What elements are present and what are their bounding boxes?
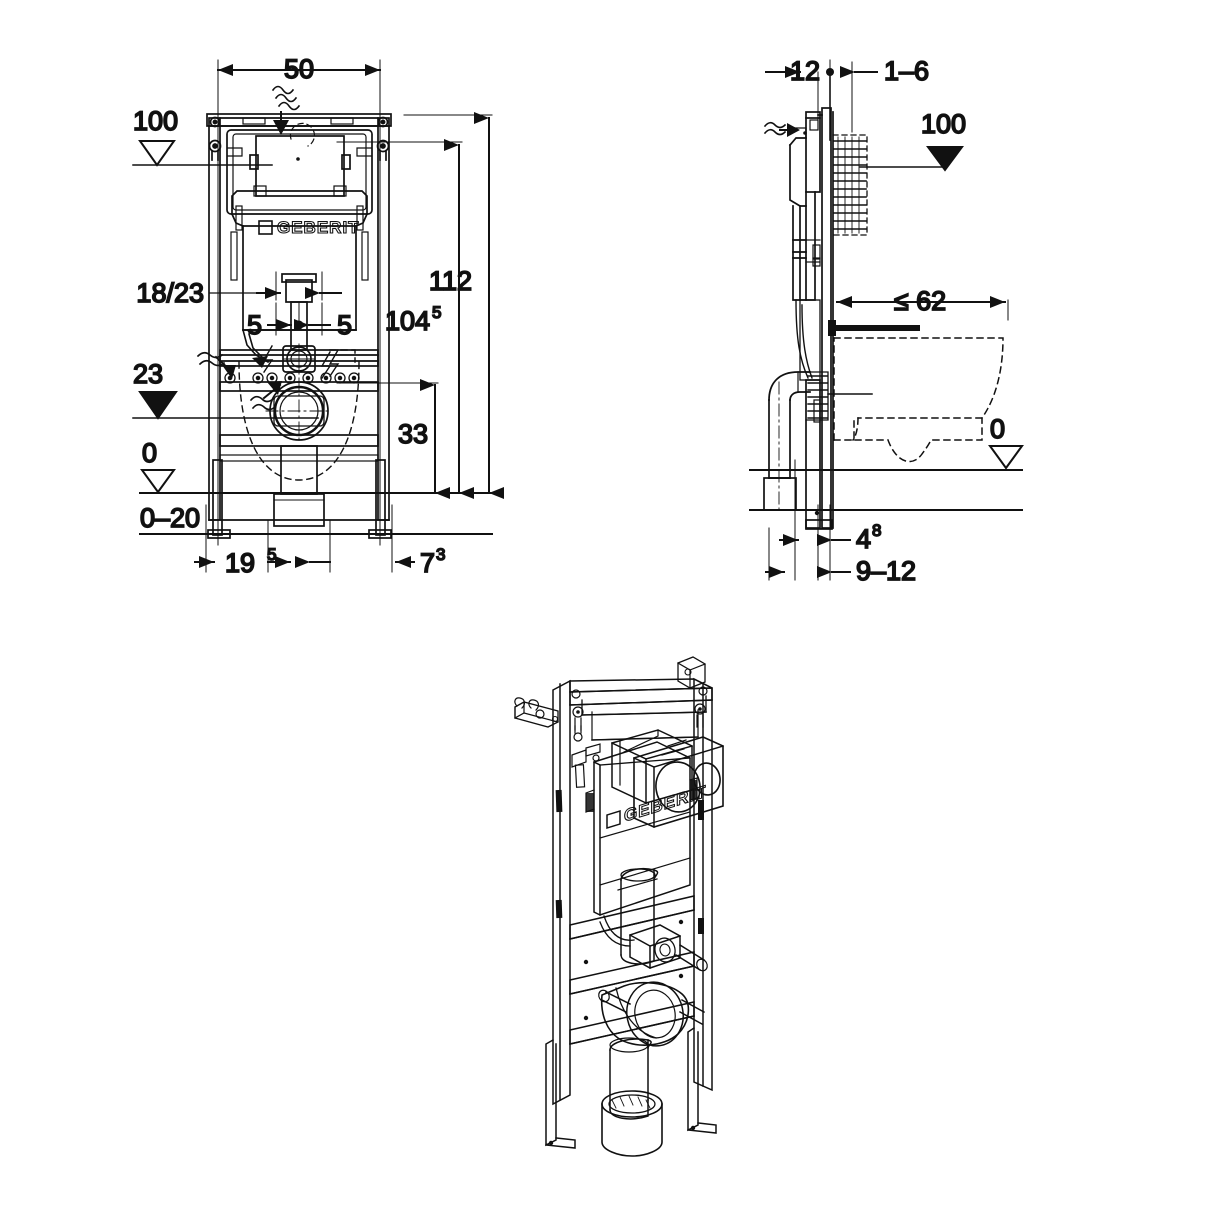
level-mark-100-front-label: 100 (133, 106, 178, 136)
dim-cistern-top-height-label: 104 (385, 306, 430, 336)
flush-direction-arrow (271, 85, 301, 135)
level-mark-100-side-label: 100 (921, 109, 966, 139)
waste-bend-side (763, 371, 811, 511)
iso-top-rails (569, 678, 713, 741)
bottom-drain-pipe (273, 445, 325, 527)
water-inlet-arrow (196, 351, 236, 379)
dim-foot-offset-left-sup: 5 (267, 545, 276, 564)
actuator-opening (226, 117, 373, 215)
dim-ceramic-projection-label: ≤ 62 (894, 286, 946, 316)
dim-foot-offset-right-label: 7 (420, 548, 435, 578)
water-supply-indicators (242, 329, 340, 379)
isometric-view: GEBERIT (514, 656, 724, 1157)
dim-outlet-bend-offset-sup: 8 (872, 521, 881, 540)
iso-upper-coupling (599, 915, 708, 972)
dim-offset-right-label: 5 (337, 310, 352, 340)
brand-logo-front: GEBERIT (258, 217, 360, 238)
dim-outlet-bend-offset-label: 4 (856, 524, 871, 554)
iso-corner-bracket (677, 656, 706, 689)
iso-waste-connector (598, 981, 706, 1047)
level-mark-0-front (140, 469, 176, 494)
frame-fixing-bolts (208, 116, 390, 161)
side-water-inlet-arrow (763, 121, 800, 137)
side-cistern (788, 127, 813, 379)
air-flow-arrow (249, 381, 282, 411)
ceramic-support-bolt (828, 320, 920, 336)
floor-reference-lines (139, 492, 493, 535)
dim-offset-left-label: 5 (247, 310, 262, 340)
connection-bolt-row (224, 372, 360, 384)
iso-wall-anchor-bracket (514, 697, 559, 728)
dim-frame-width-label: 50 (284, 54, 314, 84)
dim-frame-depth-label: 12 (790, 56, 820, 86)
dim-cladding-thickness-label: 1–6 (884, 56, 929, 86)
level-mark-23-front-label: 23 (133, 359, 163, 389)
dim-water-connection (209, 271, 342, 301)
dim-offsets (267, 302, 331, 336)
ceramic-outline-side (833, 337, 1004, 463)
insulation-block (832, 134, 945, 236)
dim-total-height-label: 112 (429, 266, 472, 296)
side-frame-profile (799, 111, 833, 530)
level-mark-0-20-front-label: 0–20 (140, 503, 200, 533)
dim-foot-offset-right-sup: 3 (436, 545, 445, 564)
dim-water-connection-label: 18/23 (136, 278, 204, 308)
floor-reference-lines-side (749, 469, 1023, 511)
brand-logo-front-label: GEBERIT (277, 218, 360, 237)
upper-coupling (282, 343, 316, 375)
dim-floor-offset-label: 9–12 (856, 556, 916, 586)
dim-cistern-top-height-sup: 5 (432, 303, 441, 322)
dim-outlet-height-label: 33 (398, 419, 428, 449)
side-elevation-view: 12 1–6 (749, 55, 1024, 587)
outlet-connection-hatch (805, 371, 873, 421)
iso-small-details (571, 725, 687, 788)
front-elevation-view: 50 (132, 53, 504, 579)
level-mark-0-side-label: 0 (990, 414, 1005, 444)
iso-drain-pipe (609, 1037, 652, 1120)
level-mark-0-side (988, 445, 1024, 470)
waste-outlet-connector (265, 377, 333, 445)
level-mark-100-front (132, 140, 273, 167)
iso-flush-pipe (617, 868, 659, 965)
dim-foot-offset-left-label: 19 (225, 548, 255, 578)
iso-drain-collar (601, 1090, 663, 1157)
ceramic-outline-front (238, 349, 360, 481)
dim-frame-depth (765, 66, 834, 141)
iso-rear-upright (545, 679, 576, 1149)
level-mark-23-front (132, 391, 319, 420)
level-mark-0-front-label: 0 (142, 438, 157, 468)
level-mark-100-side (926, 146, 964, 172)
